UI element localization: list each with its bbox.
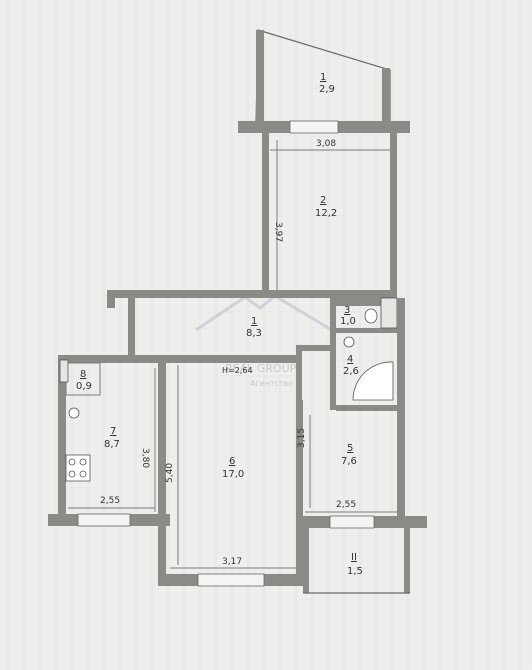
room-1-top-area: 2,9 — [319, 84, 335, 95]
watermark: REAL GROUP Агентство — [195, 294, 336, 388]
room-5-number: 5 — [347, 443, 353, 454]
room-6-number: 6 — [229, 456, 235, 467]
dim-2-55-right: 2,55 — [336, 500, 356, 510]
room-4-number: 4 — [347, 354, 353, 365]
shower-icon — [352, 361, 394, 401]
room-2-area: 12,2 — [315, 208, 337, 219]
dim-2-55-left: 2,55 — [100, 496, 120, 506]
room-3-area: 1,0 — [340, 316, 356, 327]
room-8-number: 8 — [80, 369, 86, 380]
room-3-number: 3 — [344, 305, 350, 316]
dim-5-40: 5,40 — [165, 463, 175, 483]
watermark-roof-icon — [195, 294, 336, 334]
stove-icon — [65, 454, 91, 482]
balcony-top — [238, 29, 410, 134]
dim-3-17: 3,17 — [222, 557, 242, 567]
room-7-area: 8,7 — [104, 439, 120, 450]
dim-3-80: 3,80 — [140, 448, 150, 468]
dim-3-15: 3,15 — [297, 428, 307, 448]
watermark-brand: REAL GROUP — [225, 362, 297, 375]
sink-icon — [343, 336, 355, 348]
hall-number: 1 — [251, 316, 257, 327]
kitchen-fixtures — [65, 407, 91, 482]
room-1-top-number: 1 — [320, 72, 326, 83]
dim-3-08: 3,08 — [316, 139, 336, 149]
main-walls — [48, 298, 427, 594]
room-7-number: 7 — [110, 426, 116, 437]
room-2-number: 2 — [320, 195, 326, 206]
balcony-ii-area: 1,5 — [347, 566, 363, 577]
room-5-area: 7,6 — [341, 456, 357, 467]
bathroom-walls — [336, 297, 398, 411]
hall-walls — [107, 290, 397, 410]
hall-area: 8,3 — [246, 328, 262, 339]
balcony-ii-number: II — [351, 552, 357, 563]
ceiling-height: H=2,64 — [222, 366, 253, 375]
room-6-area: 17,0 — [222, 469, 244, 480]
closet-8 — [59, 359, 101, 396]
room-8-area: 0,9 — [76, 381, 92, 392]
toilet-icon — [364, 308, 378, 324]
room-2-walls — [262, 133, 397, 296]
watermark-subtitle: Агентство — [250, 379, 293, 388]
dimension-lines — [68, 140, 397, 569]
dim-3-97: 3,97 — [273, 222, 283, 242]
room-4-area: 2,6 — [343, 366, 359, 377]
kitchen-sink-icon — [68, 407, 80, 419]
